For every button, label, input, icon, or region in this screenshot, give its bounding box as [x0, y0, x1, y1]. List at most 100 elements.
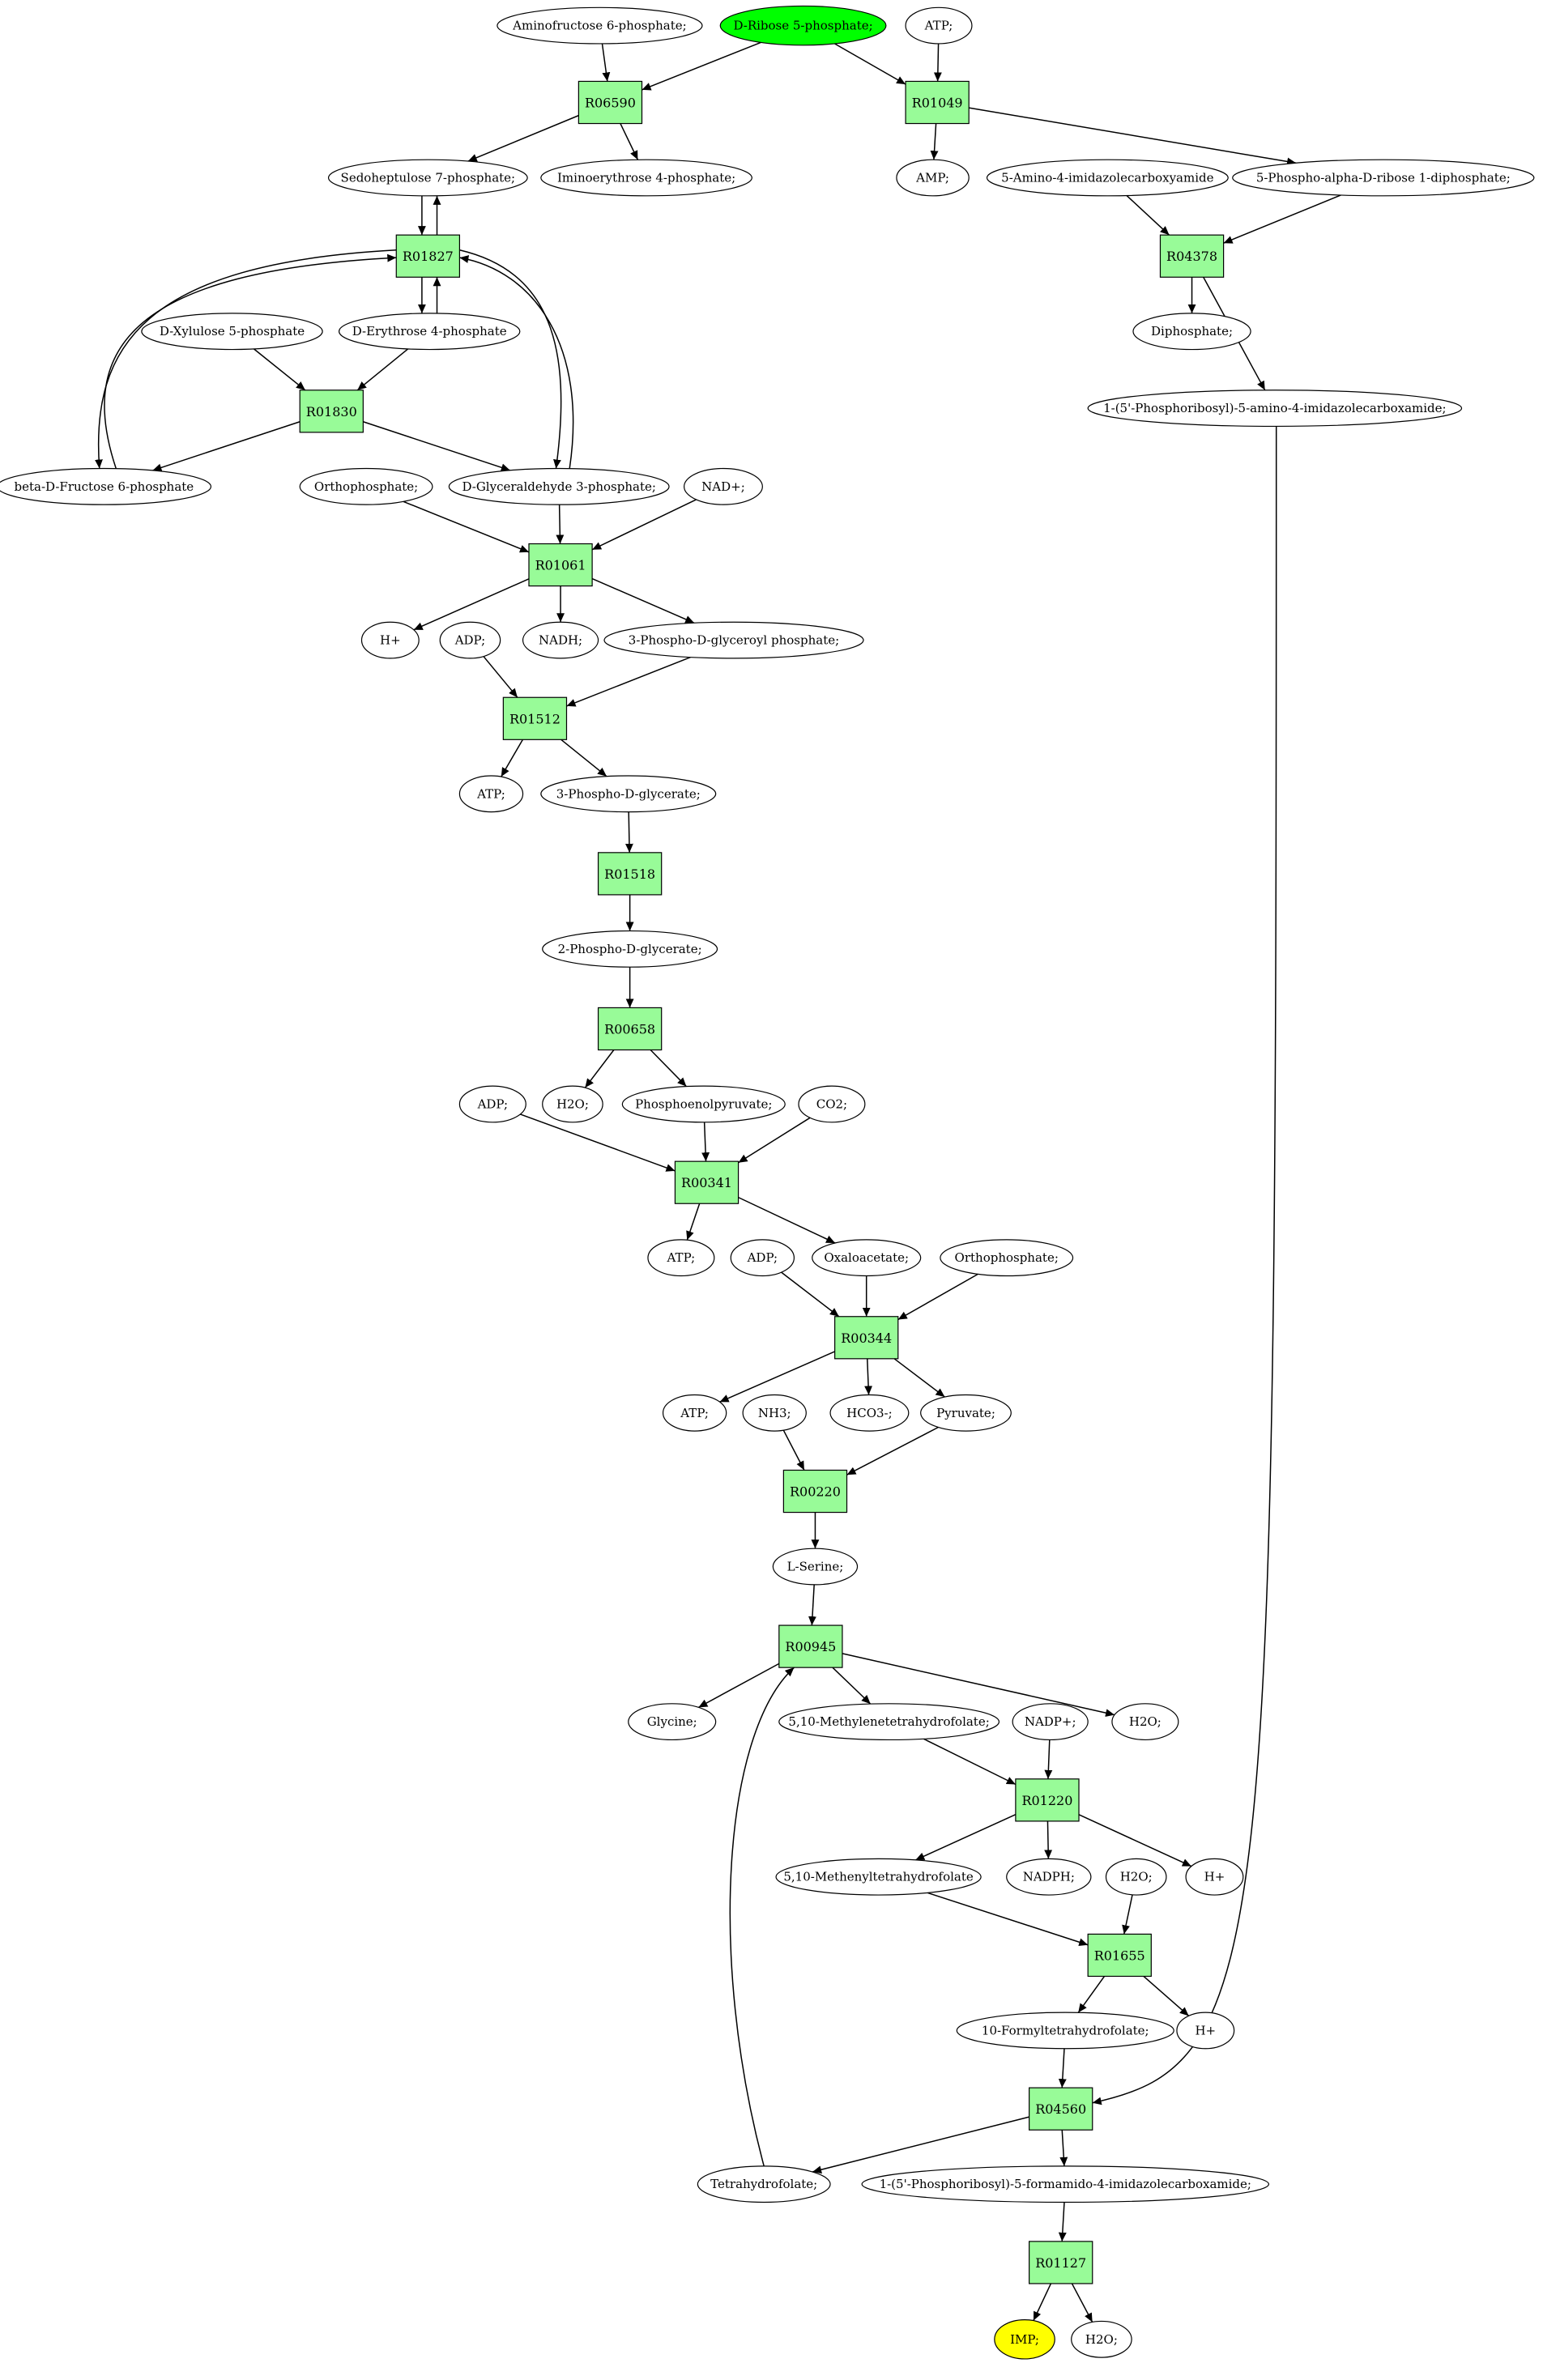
metabolite-label: 1-(5'-Phosphoribosyl)-5-amino-4-imidazol… — [1103, 401, 1447, 415]
reaction-node-r00945: R00945 — [778, 1624, 843, 1668]
metabolite-node-ortho2: Orthophosphate; — [940, 1239, 1074, 1277]
metabolite-ellipse — [621, 1085, 786, 1123]
edge-r01655-to-m_formyl — [1077, 1976, 1106, 2013]
edge-m_h2o3-to-r01655 — [1122, 1894, 1133, 1935]
metabolite-ellipse — [1071, 2320, 1132, 2358]
reaction-node-r01512: R01512 — [502, 696, 568, 740]
reaction-node-r00341: R00341 — [674, 1160, 740, 1204]
metabolite-label: IMP; — [1010, 2332, 1039, 2347]
edge-m_ortho1-to-r01061 — [403, 500, 530, 553]
edge-m_ribose-to-r06590 — [641, 41, 761, 91]
metabolite-ellipse — [1087, 390, 1463, 428]
edge-m_adp2-to-r00341 — [520, 1113, 676, 1172]
reaction-box — [395, 234, 461, 278]
reaction-node-r01655: R01655 — [1087, 1933, 1152, 1978]
reaction-label: R00341 — [681, 1175, 732, 1190]
metabolite-label: Orthophosphate; — [314, 479, 418, 494]
metabolite-ellipse — [540, 775, 717, 813]
metabolite-ellipse — [994, 2318, 1055, 2360]
metabolite-label: 5-Phospho-alpha-D-ribose 1-diphosphate; — [1256, 170, 1511, 185]
metabolite-ellipse — [628, 1703, 717, 1741]
edge-r01049-to-m_prpp — [969, 107, 1297, 166]
metabolite-node-atp4: ATP; — [662, 1394, 727, 1432]
metabolite-node-h2o4: H2O; — [1071, 2320, 1132, 2358]
edge-r01127-to-m_imp — [1033, 2283, 1052, 2321]
edge-r06590-to-m_sedoheptulose — [467, 114, 579, 162]
edge-m_bpg-to-r01512 — [566, 656, 691, 707]
metabolite-node-fructose: beta-D-Fructose 6-phosphate — [0, 467, 212, 505]
edge-r00341-to-m_oxaloacetate — [738, 1196, 836, 1244]
metabolite-node-h3: H+ — [1176, 2012, 1235, 2050]
reaction-box — [528, 543, 593, 587]
metabolite-ellipse — [778, 1703, 1000, 1741]
metabolite-label: L-Serine; — [787, 1560, 844, 1574]
metabolite-node-nadh: NADH; — [522, 621, 599, 659]
reaction-label: R00220 — [790, 1484, 841, 1500]
metabolite-node-aica: 5-Amino-4-imidazolecarboxyamide — [986, 159, 1229, 197]
metabolite-node-diphosphate: Diphosphate; — [1132, 313, 1251, 351]
metabolite-ellipse — [647, 1239, 715, 1277]
reaction-box — [597, 852, 663, 896]
reaction-box — [578, 80, 643, 125]
reaction-box — [834, 1316, 899, 1360]
metabolite-label: AMP; — [915, 170, 949, 185]
metabolite-node-erythrose: D-Erythrose 4-phosphate — [338, 313, 521, 351]
edge-r01220-to-m_methenyl — [914, 1813, 1017, 1861]
metabolite-node-amp: AMP; — [896, 159, 970, 197]
edge-r01655-to-m_h3 — [1143, 1975, 1190, 2016]
edge-r01220-to-m_nadph — [1044, 1820, 1053, 1859]
metabolite-ellipse — [772, 1548, 859, 1586]
edge-m_aminofructose-to-r06590 — [601, 43, 611, 82]
metabolite-node-imp: IMP; — [994, 2318, 1055, 2360]
reaction-box — [502, 696, 568, 740]
metabolite-ellipse — [458, 775, 524, 813]
reaction-label: R06590 — [585, 95, 636, 110]
reaction-node-r01220: R01220 — [1015, 1778, 1080, 1822]
edge-m_erythrose-to-r01830 — [356, 348, 409, 391]
edge-m_adp1-to-r01512 — [483, 656, 518, 698]
reaction-label: R01518 — [604, 866, 655, 882]
edge-r00945-to-m_glycine — [698, 1663, 780, 1709]
metabolite-label: Diphosphate; — [1151, 324, 1233, 338]
metabolite-node-formyl: 10-Formyltetrahydrofolate; — [956, 2012, 1174, 2050]
metabolite-label: Tetrahydrofolate; — [710, 2177, 817, 2191]
edge-r00945-to-m_h2o2 — [842, 1653, 1115, 1718]
metabolite-label: Oxaloacetate; — [824, 1250, 909, 1265]
metabolite-label: NAD+; — [701, 479, 745, 494]
reaction-label: R04378 — [1166, 249, 1217, 264]
edge-r00344-to-m_hco3 — [864, 1358, 873, 1395]
edge-m_adp3-to-r00344 — [781, 1271, 840, 1318]
metabolite-node-nh3: NH3; — [742, 1394, 807, 1432]
metabolite-ellipse — [497, 6, 703, 45]
metabolite-ellipse — [662, 1394, 727, 1432]
metabolite-node-pyruvate: Pyruvate; — [920, 1394, 1012, 1432]
metabolite-label: Orthophosphate; — [955, 1250, 1059, 1265]
metabolite-ellipse — [458, 1085, 526, 1123]
edge-r01061-to-m_bpg — [591, 577, 695, 624]
metabolite-ellipse — [730, 1239, 795, 1277]
metabolite-ellipse — [1185, 1858, 1244, 1896]
nodes-layer: Aminofructose 6-phosphate;D-Ribose 5-pho… — [0, 5, 1535, 2360]
metabolite-node-sedoheptulose: Sedoheptulose 7-phosphate; — [327, 159, 528, 197]
edges-layer — [95, 41, 1341, 2323]
metabolite-label: Aminofructose 6-phosphate; — [512, 19, 687, 33]
reaction-box — [597, 1007, 663, 1051]
reaction-box — [778, 1624, 843, 1668]
metabolite-ellipse — [861, 2165, 1270, 2203]
metabolite-label: NADH; — [539, 633, 582, 648]
reaction-box — [299, 390, 364, 433]
metabolite-label: ATP; — [476, 786, 505, 801]
metabolite-ellipse — [920, 1394, 1012, 1432]
reaction-node-r00220: R00220 — [782, 1469, 848, 1514]
metabolite-label: NADP+; — [1025, 1714, 1076, 1729]
metabolite-label: ADP; — [477, 1096, 508, 1111]
metabolite-label: 3-Phospho-D-glyceroyl phosphate; — [629, 633, 839, 648]
edge-r00344-to-m_atp4 — [719, 1351, 835, 1403]
metabolite-node-prpp: 5-Phospho-alpha-D-ribose 1-diphosphate; — [1232, 159, 1535, 197]
reaction-box — [782, 1469, 848, 1514]
metabolite-label: ADP; — [454, 633, 485, 648]
edge-m_co2-to-r00341 — [738, 1117, 811, 1164]
metabolite-label: D-Erythrose 4-phosphate — [352, 324, 507, 338]
edge-m_faicar-to-r01127 — [1058, 2202, 1067, 2242]
metabolite-ellipse — [905, 6, 973, 45]
